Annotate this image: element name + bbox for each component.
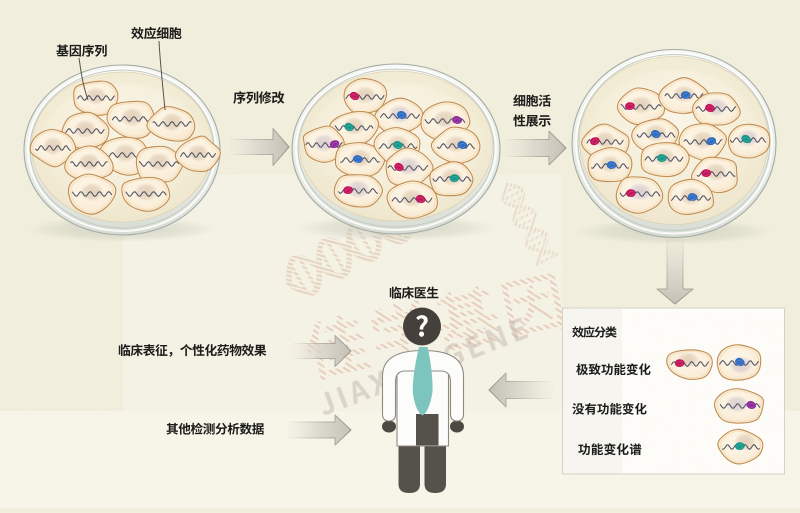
diagram-canvas: 佳学基因JIAXUE GENE?基因序列效应细胞序列修改细胞活性展示临床医生临床… [0, 0, 800, 508]
paper-grain [0, 0, 800, 508]
diagram-stage: 佳学基因JIAXUE GENE?基因序列效应细胞序列修改细胞活性展示临床医生临床… [0, 0, 800, 508]
